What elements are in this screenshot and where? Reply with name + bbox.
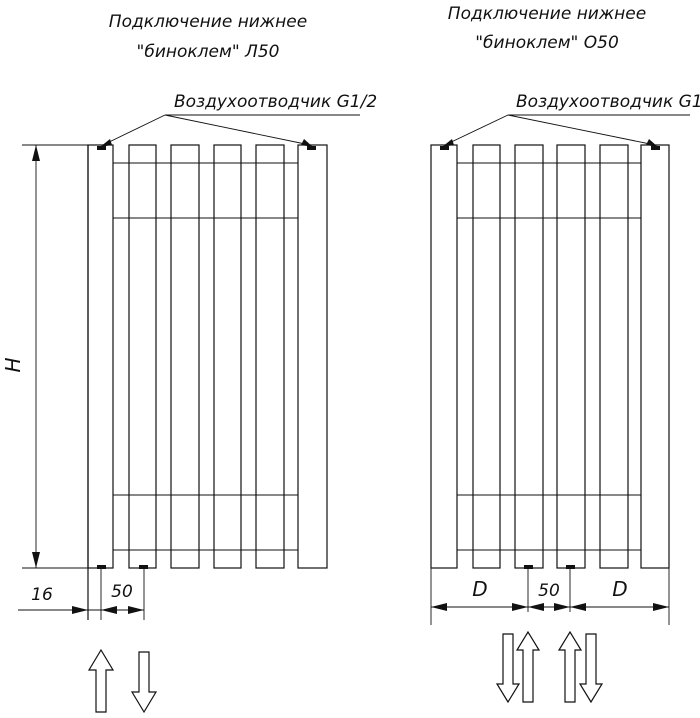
right-dim-d2-arrow-r — [653, 603, 669, 611]
left-tube-5 — [255, 144, 285, 569]
right-flow-down-arrow-1 — [495, 633, 521, 704]
right-title-line1: Подключение нижнее — [448, 4, 646, 24]
right-vent-marker-1 — [440, 146, 449, 150]
left-title-line1: Подключение нижнее — [109, 12, 307, 32]
left-vent-leader-arrow-2 — [301, 139, 313, 147]
right-tube-5 — [599, 144, 629, 569]
right-dim-d2-arrow-l — [570, 603, 586, 611]
right-radiator — [430, 144, 670, 569]
right-vent-leader-arrow-1 — [442, 139, 454, 147]
right-flow-up-arrow-1 — [515, 630, 541, 703]
left-dim-50-arrow-r — [128, 606, 144, 614]
right-flow-down-arrow-2 — [578, 633, 604, 704]
right-vent-leader-2 — [507, 114, 656, 146]
right-dim-d2-label: D — [612, 577, 627, 601]
left-port-marker-1 — [97, 565, 106, 569]
left-vent-label: Воздухоотводчик G1/2 — [174, 92, 377, 112]
left-tube-6 — [297, 144, 328, 569]
right-vent-label: Воздухоотводчик G1/2 — [516, 92, 700, 112]
right-vent-leader-arrow-2 — [646, 139, 658, 147]
right-dim-50-arrow-l — [528, 603, 544, 611]
right-title-line2: "биноклем" O50 — [475, 33, 619, 53]
left-vent-marker-2 — [307, 146, 316, 150]
left-view: Подключение нижнее "биноклем" Л50 Воздух… — [1, 12, 377, 714]
right-dim-50-arrow-r — [554, 603, 570, 611]
right-tube-6 — [640, 144, 670, 569]
left-flow-up-arrow — [87, 648, 115, 713]
left-dim-16-label: 16 — [31, 585, 53, 605]
left-dim-h-label: H — [1, 357, 25, 372]
left-dim-50-arrow-l — [101, 606, 117, 614]
left-dim-16-arrow — [72, 606, 88, 614]
left-tube-3 — [170, 144, 200, 569]
right-view: Подключение нижнее "биноклем" O50 Воздух… — [430, 4, 700, 704]
left-dim-50-label: 50 — [111, 582, 133, 602]
right-dim-d1-arrow-l — [431, 603, 447, 611]
left-port-marker-2 — [139, 565, 148, 569]
left-tube-4 — [213, 144, 242, 569]
right-vent-marker-2 — [651, 146, 660, 150]
right-tube-3 — [514, 144, 544, 569]
right-tube-2 — [472, 144, 501, 569]
left-tube-1 — [87, 144, 114, 569]
left-vent-leader-1 — [102, 114, 166, 146]
left-vent-marker-1 — [97, 146, 106, 150]
left-tube-2 — [128, 144, 157, 569]
right-dim-d1-arrow-r — [512, 603, 528, 611]
left-dim-h-arrow-bot — [32, 552, 40, 568]
left-vent-leader-2 — [164, 114, 311, 146]
right-tube-1 — [430, 144, 458, 569]
left-dim-h-arrow-top — [32, 145, 40, 161]
right-dim-d1-label: D — [472, 577, 487, 601]
left-radiator — [87, 144, 328, 620]
left-flow-down-arrow — [130, 651, 158, 714]
left-title-line2: "биноклем" Л50 — [137, 42, 280, 62]
right-dim-50-label: 50 — [538, 581, 560, 601]
right-vent-leader-1 — [444, 114, 509, 146]
right-flow-up-arrow-2 — [557, 630, 583, 703]
right-port-marker-2 — [566, 565, 575, 569]
left-vent-leader-arrow-1 — [100, 139, 112, 147]
right-tube-4 — [556, 144, 586, 569]
right-port-marker-1 — [524, 565, 533, 569]
